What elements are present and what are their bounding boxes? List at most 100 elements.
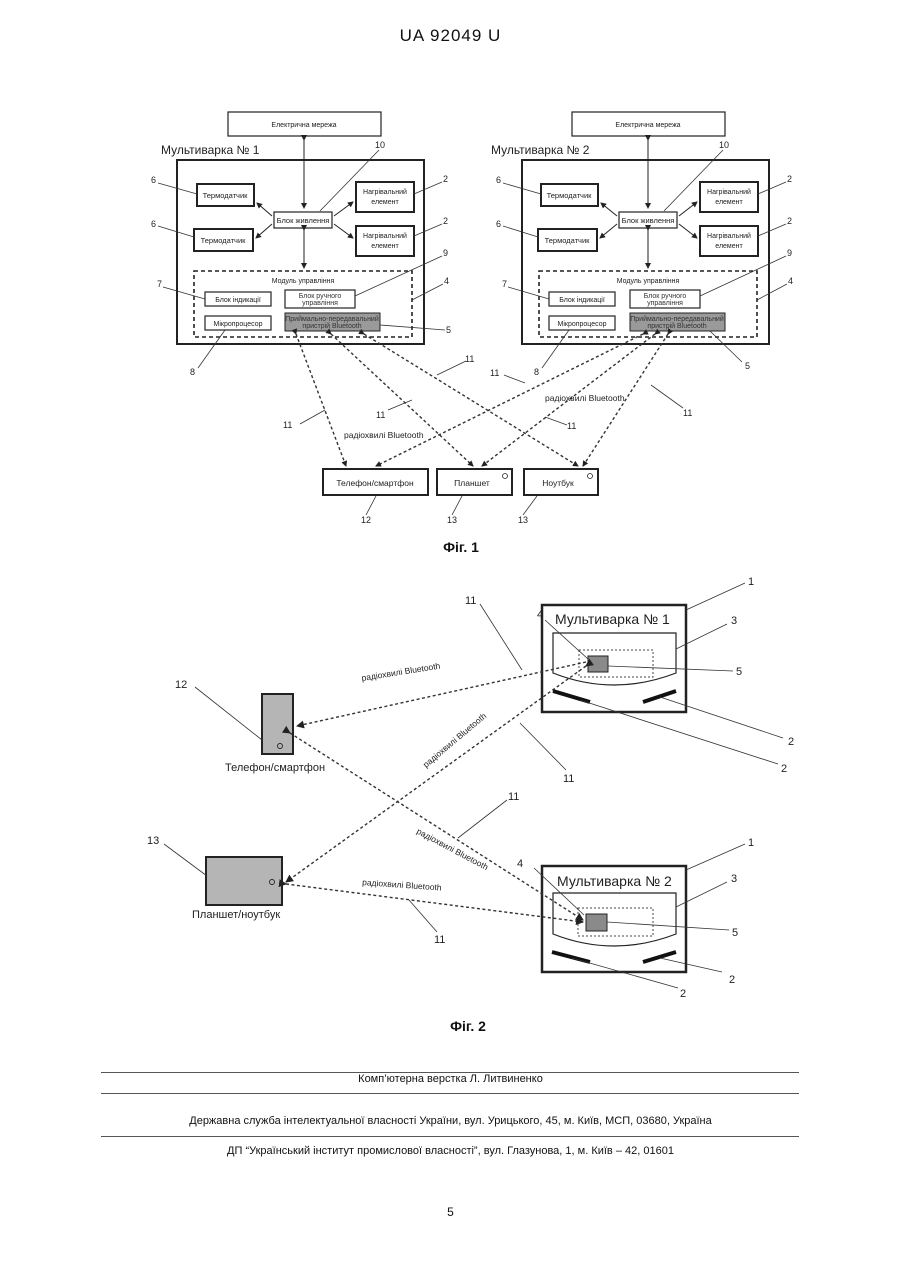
bluetooth-unit-label: Приймально-передавальний — [285, 315, 379, 323]
phone-label: Телефон/смартфон — [225, 762, 325, 774]
control-module-label: Модуль управління — [272, 277, 335, 285]
ref-6: 6 — [496, 175, 501, 185]
ref-10: 10 — [719, 140, 729, 150]
ref-3: 3 — [731, 615, 737, 627]
control-module-label: Модуль управління — [617, 277, 680, 285]
footer-rule — [101, 1093, 799, 1094]
institute-address: ДП “Український інститут промислової вла… — [0, 1145, 901, 1157]
heater-box — [700, 226, 758, 256]
ref-11: 11 — [434, 934, 445, 946]
manual-unit-label: управління — [302, 299, 338, 307]
ref-11: 11 — [376, 410, 385, 420]
heater-label: Нагрівальний — [707, 232, 751, 240]
bluetooth-unit — [586, 914, 607, 931]
ref-11: 11 — [465, 595, 476, 607]
tablet-laptop-label: Планшет/ноутбук — [192, 909, 280, 921]
ref-6: 6 — [151, 175, 156, 185]
ref-1: 1 — [748, 837, 754, 849]
fig2-tablet: Планшет/ноутбук 13 — [147, 835, 282, 921]
heater-label: елемент — [371, 199, 399, 206]
leader-line — [366, 496, 376, 515]
leader-line — [300, 410, 325, 424]
heater-box — [356, 182, 414, 212]
power-unit-label: Блок живлення — [622, 216, 675, 225]
radio-label: радіохвилі Bluetooth — [545, 393, 625, 403]
cooker-2-title: Мультиварка № 2 — [557, 873, 672, 889]
fig1-devices: Телефон/смартфон Планшет Ноутбук 12 13 1… — [323, 469, 598, 525]
ref-4: 4 — [517, 858, 523, 870]
ref-5: 5 — [732, 927, 738, 939]
fig1-cooker-1: Електрична мережа Мультиварка № 1 Термод… — [151, 112, 451, 377]
ref-1: 1 — [748, 576, 754, 588]
heater-label: елемент — [371, 243, 399, 250]
ref-2: 2 — [443, 174, 448, 184]
thermo-sensor-label: Термодатчик — [203, 191, 249, 200]
power-grid-label: Електрична мережа — [615, 122, 680, 129]
ref-11: 11 — [465, 354, 474, 364]
radio-link — [286, 666, 586, 882]
bluetooth-unit — [588, 656, 608, 672]
ref-6: 6 — [151, 219, 156, 229]
ref-4: 4 — [444, 276, 449, 286]
ref-13: 13 — [518, 515, 528, 525]
thermo-sensor-label: Термодатчик — [545, 236, 591, 245]
fig1-radio-links: радіохвилі Bluetooth радіохвилі Bluetoot… — [283, 334, 692, 466]
ref-11: 11 — [490, 368, 499, 378]
heater-box — [700, 182, 758, 212]
leader-line — [523, 496, 537, 515]
agency-address: Державна служба інтелектуальної власност… — [0, 1115, 901, 1127]
figures-canvas: Електрична мережа Мультиварка № 1 Термод… — [0, 0, 901, 1060]
ref-6: 6 — [496, 219, 501, 229]
ref-5: 5 — [736, 666, 742, 678]
ref-2: 2 — [680, 988, 686, 1000]
fig2-phone: Телефон/смартфон 12 — [175, 679, 325, 774]
leader-line — [164, 844, 207, 876]
thermo-sensor-label: Термодатчик — [201, 236, 247, 245]
bluetooth-unit-label: пристрій Bluetooth — [302, 322, 361, 330]
ref-4: 4 — [788, 276, 793, 286]
ref-7: 7 — [157, 279, 162, 289]
ref-8: 8 — [534, 367, 539, 377]
ref-12: 12 — [361, 515, 371, 525]
microprocessor-label: Мікропроцесор — [214, 320, 263, 328]
leader-line — [504, 375, 525, 383]
leader-line — [452, 496, 462, 515]
fig1-cooker-2: Електрична мережа Мультиварка № 2 Термод… — [491, 112, 793, 377]
layout-credit: Комп’ютерна верстка Л. Литвиненко — [0, 1073, 901, 1085]
leader-line — [409, 900, 437, 932]
leader-line — [437, 361, 466, 375]
power-unit-label: Блок живлення — [277, 216, 330, 225]
radio-link — [331, 334, 473, 466]
laptop-label: Ноутбук — [542, 478, 574, 488]
ref-11: 11 — [567, 421, 576, 431]
bluetooth-unit-label: пристрій Bluetooth — [647, 322, 706, 330]
ref-9: 9 — [443, 248, 448, 258]
figure-1: Електрична мережа Мультиварка № 1 Термод… — [151, 112, 793, 555]
manual-unit-label: управління — [647, 299, 683, 307]
radio-label: радіохвилі Bluetooth — [344, 430, 424, 440]
ref-4: 4 — [537, 609, 543, 621]
ref-2: 2 — [787, 174, 792, 184]
cooker-1-title: Мультиварка № 1 — [161, 143, 260, 157]
ref-2: 2 — [443, 216, 448, 226]
ref-11: 11 — [683, 408, 692, 418]
ref-12: 12 — [175, 679, 187, 691]
indication-unit-label: Блок індикації — [559, 296, 605, 304]
radio-label: радіохвилі Bluetooth — [361, 661, 441, 683]
phone-label: Телефон/смартфон — [336, 478, 414, 488]
power-grid-label: Електрична мережа — [271, 122, 336, 129]
heater-label: Нагрівальний — [707, 188, 751, 196]
leader-line — [520, 723, 566, 770]
heater-label: елемент — [715, 199, 743, 206]
ref-2: 2 — [788, 736, 794, 748]
ref-9: 9 — [787, 248, 792, 258]
bluetooth-unit-label: Приймально-передавальний — [630, 315, 724, 323]
radio-label: радіохвилі Bluetooth — [362, 877, 442, 893]
leader-line — [458, 800, 507, 838]
footer-rule — [101, 1136, 799, 1137]
page-number: 5 — [0, 1205, 901, 1219]
cooker-2-title: Мультиварка № 2 — [491, 143, 590, 157]
fig2-cooker-2: Мультиварка № 2 1 3 4 5 2 2 — [517, 837, 754, 1000]
ref-11: 11 — [563, 773, 574, 785]
ref-8: 8 — [190, 367, 195, 377]
